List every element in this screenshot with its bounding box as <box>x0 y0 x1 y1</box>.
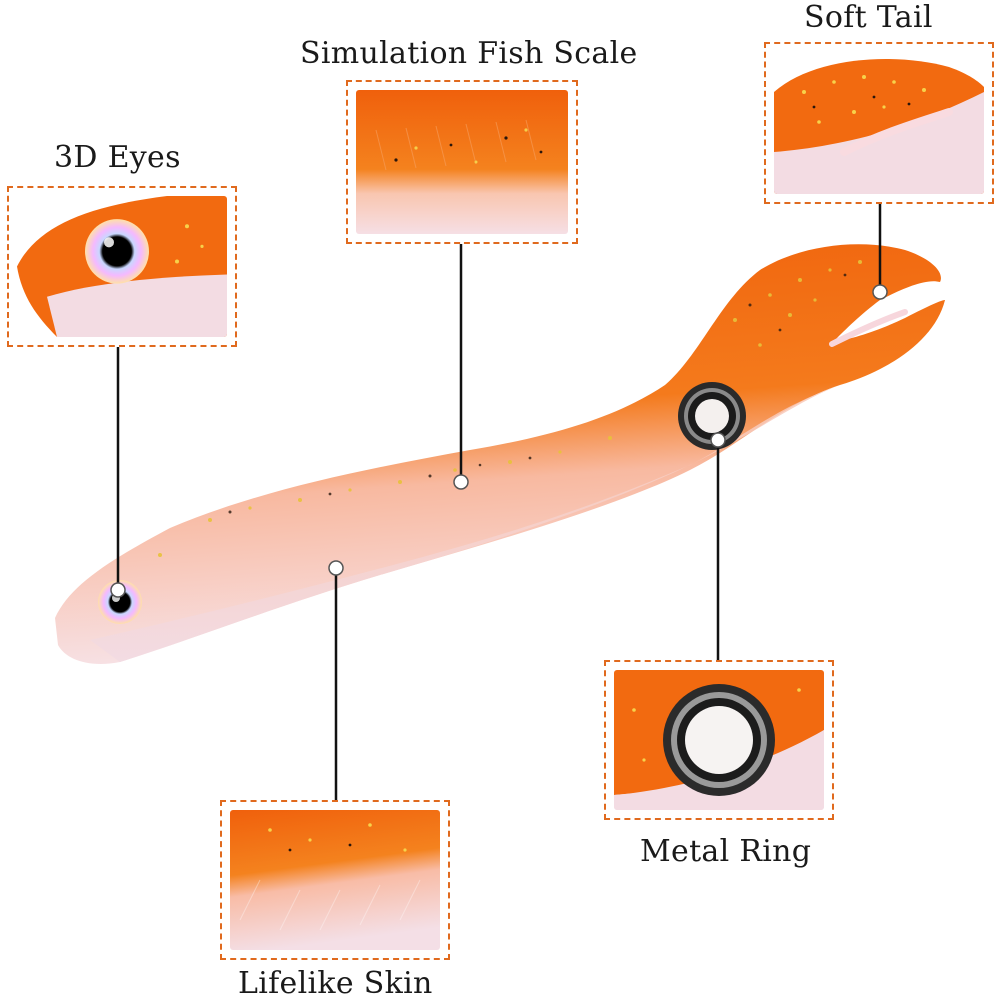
label-3d-eyes: 3D Eyes <box>54 140 181 175</box>
tail-closeup-image <box>774 52 984 194</box>
skin-closeup-image <box>230 810 440 950</box>
lure-body <box>55 244 945 665</box>
label-metal-ring: Metal Ring <box>640 834 812 869</box>
callout-soft-tail <box>764 42 994 204</box>
label-lifelike-skin: Lifelike Skin <box>238 966 433 1001</box>
ring-closeup-image <box>614 670 824 810</box>
lure-metal-ring <box>678 382 746 450</box>
callout-lifelike-skin <box>220 800 450 960</box>
leader-dots <box>110 284 888 598</box>
callout-3d-eyes <box>7 186 237 347</box>
callout-metal-ring <box>604 660 834 820</box>
eye-closeup-image <box>17 196 227 337</box>
leader-lines <box>116 200 882 800</box>
label-soft-tail: Soft Tail <box>804 0 933 35</box>
scale-closeup-image <box>356 90 568 234</box>
label-fish-scale: Simulation Fish Scale <box>300 36 638 71</box>
callout-fish-scale <box>346 80 578 244</box>
